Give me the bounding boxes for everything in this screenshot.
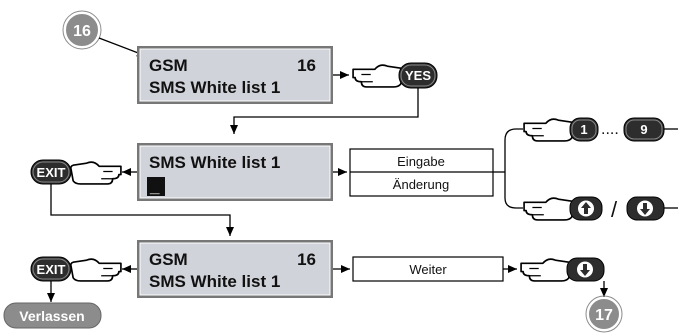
- yes-key-button[interactable]: YES: [398, 62, 438, 89]
- digit-range-dots: ....: [601, 121, 619, 138]
- key-separator-slash: /: [611, 197, 618, 222]
- arrow-exit-to-screen3: [50, 184, 234, 236]
- hand-pointer-icon: [70, 258, 122, 282]
- step-badge-end: 17: [585, 295, 623, 333]
- option-aenderung: Änderung: [393, 177, 449, 192]
- step-badge-end-label: 17: [595, 307, 613, 324]
- branch-bracket: [504, 128, 523, 209]
- screen2-cursor: _: [149, 177, 160, 196]
- arrow-down-key-button[interactable]: [626, 196, 665, 221]
- lcd-screen-2: SMS White list 1 _: [137, 143, 333, 201]
- yes-key-label: YES: [405, 68, 431, 83]
- arrow-down-key-button-2[interactable]: [566, 257, 605, 282]
- digit-1-label: 1: [580, 122, 587, 137]
- next-box: Weiter: [352, 256, 504, 282]
- lcd-screen-1: GSM 16 SMS White list 1: [137, 46, 333, 104]
- option-box: Eingabe Änderung: [349, 148, 494, 197]
- screen1-number: 16: [297, 56, 316, 75]
- screen3-number: 16: [297, 250, 316, 269]
- exit-key-button-2[interactable]: EXIT: [30, 256, 72, 282]
- hand-pointer-icon: [520, 258, 572, 282]
- leave-label: Verlassen: [19, 308, 84, 324]
- digit-9-label: 9: [640, 122, 647, 137]
- step-badge-start: 16: [62, 10, 102, 50]
- next-label: Weiter: [409, 262, 447, 277]
- screen2-line1: SMS White list 1: [149, 153, 280, 172]
- screen3-line1: GSM: [149, 250, 188, 269]
- screen3-line2: SMS White list 1: [149, 272, 280, 291]
- lcd-screen-3: GSM 16 SMS White list 1: [137, 240, 333, 298]
- exit-key-label: EXIT: [37, 165, 66, 180]
- screen1-line1: GSM: [149, 56, 188, 75]
- option-eingabe: Eingabe: [397, 154, 445, 169]
- hand-pointer-icon: [352, 64, 404, 88]
- leave-pill: Verlassen: [3, 302, 102, 329]
- digit-1-key-button[interactable]: 1: [569, 117, 599, 142]
- screen1-line2: SMS White list 1: [149, 78, 280, 97]
- cursor-block: [147, 177, 165, 196]
- hand-pointer-icon: [70, 161, 122, 185]
- step-badge-start-label: 16: [73, 23, 91, 40]
- digit-9-key-button[interactable]: 9: [623, 117, 665, 142]
- arrow-yes-to-screen2: [230, 88, 419, 134]
- arrow-up-key-button[interactable]: [569, 196, 603, 221]
- exit-key-button[interactable]: EXIT: [30, 159, 72, 185]
- hand-pointer-icon: [523, 197, 575, 221]
- hand-pointer-icon: [523, 118, 575, 142]
- exit-key-label-2: EXIT: [37, 262, 66, 277]
